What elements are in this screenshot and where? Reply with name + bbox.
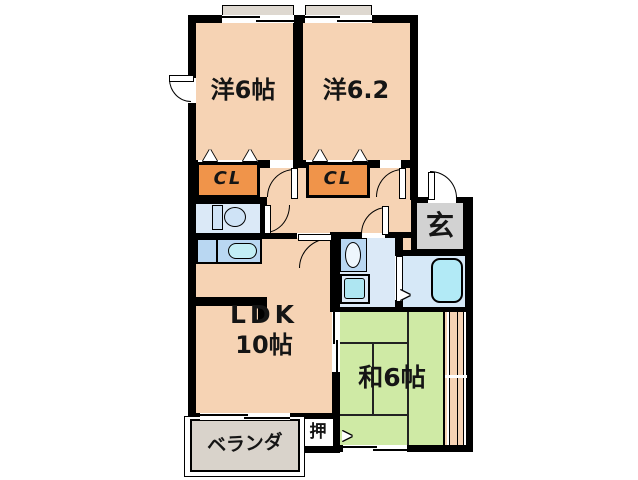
room-label-bedroom2: 洋6.2 <box>322 76 390 104</box>
wall-toilet-top <box>188 197 267 204</box>
door-panel <box>298 234 332 241</box>
closet-label-2: CL <box>323 168 353 189</box>
bathroom-door <box>396 256 403 302</box>
entrance-door-panel <box>428 172 435 200</box>
folding-door-icon <box>243 149 257 161</box>
door-panel <box>399 168 406 199</box>
room-label-ldk-size: 10帖 <box>235 331 293 359</box>
window-sash <box>373 449 407 451</box>
closet-label-1: CL <box>213 168 243 189</box>
window-sash <box>222 16 260 18</box>
wall-between-bedrooms <box>293 15 303 168</box>
room-label-ldk: LDK <box>229 299 299 329</box>
door-panel <box>169 75 194 82</box>
wall-bedroom2-right <box>410 15 418 200</box>
toilet-icon <box>212 205 223 230</box>
window-gap <box>305 15 372 23</box>
window-sash <box>343 446 377 448</box>
wall-segment <box>293 160 306 168</box>
veranda-floor <box>190 419 300 472</box>
closet-2 <box>306 162 370 198</box>
entrance-door-gap <box>428 197 456 203</box>
wall-washroom-top-right <box>385 232 415 238</box>
tatami-line <box>372 342 374 415</box>
window-sash <box>200 414 248 416</box>
folding-door-icon <box>313 149 327 161</box>
oshiire-label: 押 <box>309 422 327 442</box>
closet-sliding-doors <box>443 312 467 445</box>
window-gap <box>222 15 294 23</box>
tatami-line <box>340 342 408 344</box>
wall-ldk-washroom <box>330 232 340 312</box>
kitchen-sink-icon <box>228 243 257 259</box>
room-washitsu-floor <box>340 312 443 445</box>
closet-1 <box>196 162 260 198</box>
oshiire-inner <box>303 419 333 446</box>
window-sash <box>337 20 372 22</box>
wall-ldk-washitsu-mid <box>332 372 340 415</box>
entrance-label: 玄 <box>425 209 454 242</box>
wall-washroom-top-left <box>340 232 362 238</box>
tatami-line <box>407 312 409 445</box>
veranda-label: ベランダ <box>206 430 284 457</box>
window-sash <box>256 20 294 22</box>
wall-kitchen-stub-v <box>258 297 267 320</box>
sliding-door-arrow-icon <box>342 431 352 441</box>
wall-segment <box>368 160 380 168</box>
wall-toilet-right <box>260 197 267 238</box>
wall-segment <box>401 160 418 168</box>
door-panel <box>382 206 389 235</box>
door-gap <box>188 78 196 103</box>
bathtub-icon <box>431 258 463 303</box>
wall-bath-bottom <box>340 307 473 313</box>
folding-door-icon <box>353 149 367 161</box>
door-panel <box>291 168 298 199</box>
wall-top <box>188 15 418 23</box>
toilet-bowl-icon <box>224 207 246 227</box>
window-sash <box>305 16 340 18</box>
washbasin-icon <box>345 242 361 268</box>
room-bedroom1-floor <box>196 23 293 160</box>
sliding-door <box>332 312 340 372</box>
wall-left <box>188 15 196 420</box>
washing-machine-icon <box>344 278 365 299</box>
room-label-bedroom1: 洋6帖 <box>210 76 276 104</box>
genkan-floor <box>417 203 463 249</box>
wall-segment <box>258 160 270 168</box>
wall-segment <box>188 160 198 168</box>
room-label-washitsu: 和6帖 <box>358 362 426 392</box>
window-gap <box>200 413 290 420</box>
tatami-line <box>340 414 408 416</box>
wall-right <box>465 197 473 452</box>
wall-washroom-bath-lower <box>395 300 403 312</box>
room-bedroom2-floor <box>303 23 410 160</box>
window-gap <box>343 445 407 452</box>
door-swing-icon <box>169 79 191 102</box>
folding-door-icon <box>203 149 217 161</box>
kitchen-counter-divider <box>216 238 218 264</box>
bath-door-arrow-icon <box>400 290 410 300</box>
wall-ldk-top <box>188 233 297 239</box>
door-panel <box>264 205 271 234</box>
wall-washroom-bath-upper <box>395 238 403 256</box>
wall-kitchen-stub-h <box>190 297 267 306</box>
window-sash <box>244 417 290 419</box>
